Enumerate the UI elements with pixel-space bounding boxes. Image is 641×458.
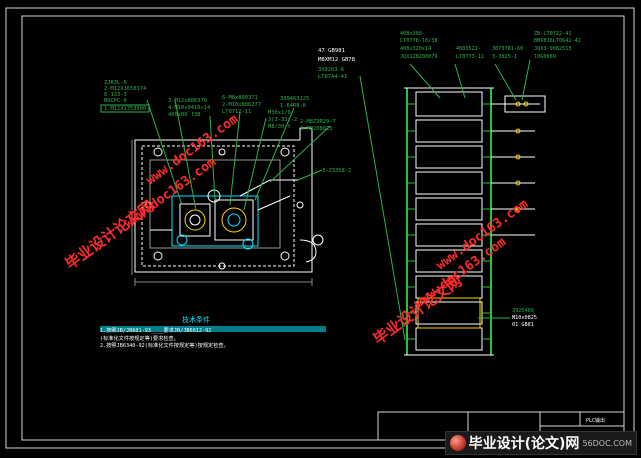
label-line: 408x320x14 xyxy=(400,46,431,52)
label-line: 3073781-60 xyxy=(492,46,523,52)
label-line: 4003521- xyxy=(456,46,481,52)
label-line: ZB-LT0722-41 xyxy=(534,31,571,37)
callout-line: 6-M8x800371 xyxy=(222,95,258,101)
watermark-left: 毕业设计论文网 www.doc163.com xyxy=(62,155,219,274)
label-line: 47 GB981 xyxy=(318,48,345,54)
callout-line: 4-M10x0410x14 xyxy=(168,105,210,111)
callout-line: 2-M8Z3R29-7 xyxy=(300,119,336,125)
callout-line: 2-M12X1650374 xyxy=(104,86,146,92)
callout-line: 400x00 f38 xyxy=(168,112,200,118)
label-line: 3925409 xyxy=(512,308,534,314)
tech-item: (标准化文件按规定等)要求检查。 xyxy=(100,334,179,342)
callout-group-7: 3-Z3358-2 xyxy=(322,168,351,174)
callout-line: 1-64R8-8 xyxy=(280,103,306,109)
label-line: LT0773-11 xyxy=(456,54,484,60)
site-brand: 毕业设计(论文)网 xyxy=(468,436,580,452)
tech-requirements: 技术条件 1.按照JB/JB601-93____要求JB/JB6012-92 (… xyxy=(100,315,326,349)
callout-line: 6 133-3 xyxy=(104,92,127,98)
site-domain: 56DOC.COM xyxy=(582,438,632,448)
callout-group-1: ZJR3L-6 2-M12X1650374 6 133-3 BOCPC-0 1-… xyxy=(100,80,150,113)
callout-group-5: M30x1/6 3(3-33)-2 M8/30 t xyxy=(268,110,297,130)
label-a: 47 GB981 M8XM12 GB78 3X9263-6 LT07A4-41 xyxy=(318,48,356,80)
label-line: M8XM12 GB78 xyxy=(318,57,356,63)
label-line: LT0778-10/38 xyxy=(400,38,437,44)
label-d: 3073781-60 3-3025-1 xyxy=(492,46,523,60)
label-c: 4003521- LT0773-11 xyxy=(456,46,484,60)
base-plate-part xyxy=(131,127,324,286)
tech-title: 技术条件 xyxy=(182,315,210,324)
label-bottom-right: 3925409 M10x0825 01 GB81 xyxy=(512,308,537,328)
callout-line: M30x1/6 xyxy=(268,110,291,116)
callout-group-2: 3-M12x806370 4-M10x0410x14 400x00 f38 xyxy=(168,98,210,118)
callout-line: 3-Z3358-2 xyxy=(322,168,351,174)
callout-line: LT0712-11 xyxy=(222,109,251,115)
label-line: 3X9263-6 xyxy=(318,67,344,73)
title-block-label: PLC输出 xyxy=(586,417,605,424)
callout-group-3: 6-M8x800371 2-M10x806277 LT0712-11 xyxy=(222,95,261,115)
label-line: 3-3025-1 xyxy=(492,54,517,60)
label-line: 01 GB81 xyxy=(512,322,534,328)
callout-line: ZJR3L-6 xyxy=(104,80,127,86)
callout-line: 1-M12X1753500 xyxy=(104,106,146,112)
callout-line: BOCPC-0 xyxy=(104,98,127,104)
callout-line: 3-M8208825 xyxy=(300,126,332,132)
label-line: 10G0069 xyxy=(534,54,556,60)
label-line: M10x0825 xyxy=(512,315,537,321)
right-leader-lines xyxy=(409,59,531,319)
label-line: JQX1Z8200079 xyxy=(400,54,437,60)
callout-group-6: 2-M8Z3R29-7 3-M8208825 xyxy=(300,119,336,132)
callout-line: 3-M12x806370 xyxy=(168,98,207,104)
tech-item: 1.按照JB/JB601-93____要求JB/JB6012-92 xyxy=(100,326,211,334)
drawing-frame xyxy=(5,7,635,449)
label-line: BMX816LT0641-42 xyxy=(534,38,581,44)
callout-line: M8/30 t xyxy=(268,124,291,130)
callout-line: 3X9463J25 xyxy=(280,96,309,102)
label-line: 408x300- xyxy=(400,31,425,37)
globe-icon xyxy=(449,435,466,451)
leader-lines xyxy=(146,75,406,341)
tech-item: 2.按照JB6340-92(标准化文件按规定等)按规定检查。 xyxy=(100,341,229,349)
label-line: LT07A4-41 xyxy=(318,74,347,80)
label-line: JQX3-9082513 xyxy=(534,46,571,52)
label-b: 408x300- LT0778-10/38 408x320x14 JQX1Z82… xyxy=(400,31,437,60)
callout-line: 2-M10x806277 xyxy=(222,102,261,108)
callout-line: 3(3-33)-2 xyxy=(268,117,297,123)
manifold-stack xyxy=(404,87,546,356)
callout-group-4: 3X9463J25 1-64R8-8 xyxy=(280,96,309,109)
site-logo[interactable]: 毕业设计(论文)网 56DOC.COM xyxy=(444,431,637,455)
label-e: ZB-LT0722-41 BMX816LT0641-42 JQX3-908251… xyxy=(534,31,581,60)
